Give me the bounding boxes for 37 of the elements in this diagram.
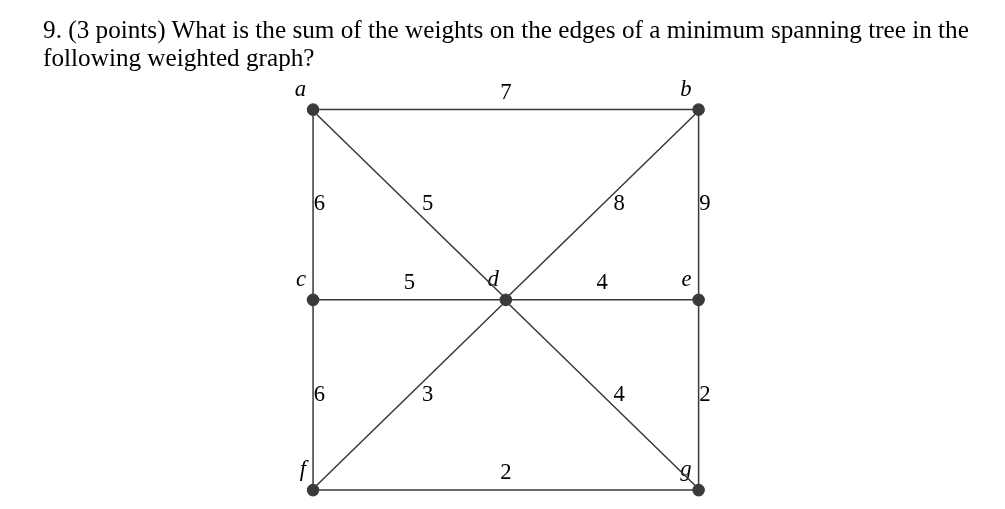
edge-label: 6 bbox=[313, 380, 325, 406]
node-label: e bbox=[681, 265, 692, 291]
connector bbox=[311, 305, 314, 486]
connector bbox=[315, 303, 503, 487]
edge-label: 8 bbox=[613, 190, 625, 216]
edge-label: 9 bbox=[698, 190, 711, 216]
node-circle bbox=[306, 293, 319, 307]
connector bbox=[697, 114, 699, 295]
edge-label: 5 bbox=[403, 269, 415, 295]
connector bbox=[311, 114, 314, 295]
connector bbox=[508, 303, 696, 487]
edge-label: 5 bbox=[421, 190, 433, 216]
node-circle bbox=[691, 483, 705, 497]
connector bbox=[510, 299, 693, 301]
edge-label: 3 bbox=[421, 380, 433, 406]
node-label: a bbox=[294, 75, 306, 101]
node-circle bbox=[499, 293, 512, 307]
connector bbox=[317, 489, 694, 491]
connector bbox=[697, 305, 699, 486]
node-circle bbox=[691, 103, 705, 116]
node-circle bbox=[306, 483, 319, 497]
connector bbox=[317, 108, 694, 111]
diagram-title: 9. (3 points) What is the sum of the weights on the edges of a minimum spanning tree in the following weighted graph? bbox=[42, 16, 969, 72]
connector bbox=[508, 113, 696, 297]
node-label: c bbox=[295, 265, 306, 291]
node-circle bbox=[306, 103, 319, 116]
node-label: b bbox=[679, 75, 692, 101]
edge-label: 6 bbox=[313, 190, 325, 216]
edge-label: 7 bbox=[499, 78, 511, 104]
connector bbox=[315, 113, 503, 297]
node-circle bbox=[691, 293, 705, 307]
edge-label: 4 bbox=[613, 380, 625, 406]
edge-label: 4 bbox=[596, 269, 608, 295]
connector bbox=[317, 299, 501, 301]
node-label: g bbox=[679, 456, 692, 482]
edge-label: 2 bbox=[698, 380, 711, 406]
edge-label: 2 bbox=[499, 459, 511, 485]
